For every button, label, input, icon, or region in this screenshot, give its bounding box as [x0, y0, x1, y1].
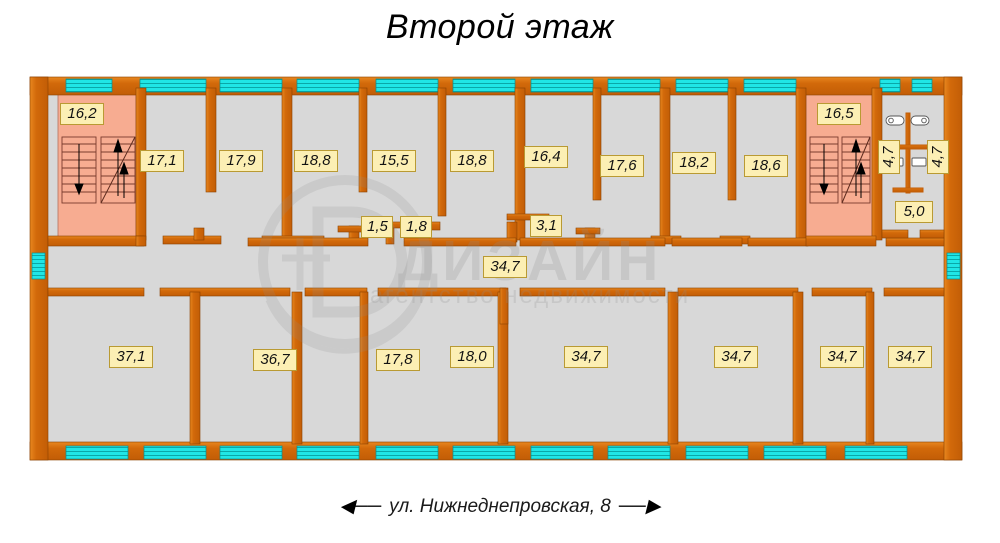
- area-tag-office-15-5: 15,5: [372, 150, 416, 172]
- area-tag-corridor: 34,7: [483, 256, 527, 278]
- area-tag-hall-34-7-d: 34,7: [888, 346, 932, 368]
- area-tag-office-17-1: 17,1: [140, 150, 184, 172]
- area-tag-office-18-2: 18,2: [672, 152, 716, 174]
- page-title: Второй этаж: [385, 8, 615, 46]
- street-address-text: ул. Нижнеднепровская, 8: [389, 495, 611, 517]
- area-tag-closet-1-8: 1,8: [400, 216, 432, 238]
- windows-top: [65, 78, 933, 93]
- area-tag-stairwell-left: 16,2: [60, 103, 104, 125]
- area-tag-office-18-6: 18,6: [744, 155, 788, 177]
- area-tag-hall-37-1: 37,1: [109, 346, 153, 368]
- area-tag-bathroom-lobby: 5,0: [895, 201, 933, 223]
- arrow-right-icon: ──▶: [618, 496, 661, 517]
- street-address-label: ◀── ул. Нижнеднепровская, 8 ──▶: [0, 495, 1000, 518]
- area-tag-office-18-0: 18,0: [450, 346, 494, 368]
- area-tag-office-17-8: 17,8: [376, 349, 420, 371]
- area-tag-office-18-8-a: 18,8: [294, 150, 338, 172]
- arrow-left-icon: ◀──: [339, 496, 382, 517]
- area-tag-hall-34-7-b: 34,7: [714, 346, 758, 368]
- area-tag-hall-36-7: 36,7: [253, 349, 297, 371]
- area-tag-office-18-8-b: 18,8: [450, 150, 494, 172]
- walls: [29, 76, 963, 461]
- area-tag-wc-right: 4,7: [927, 140, 949, 174]
- area-tag-hall-34-7-a: 34,7: [564, 346, 608, 368]
- area-tag-hall-34-7-c: 34,7: [820, 346, 864, 368]
- area-tag-closet-3-1: 3,1: [530, 215, 562, 237]
- area-tag-wc-left: 4,7: [878, 140, 900, 174]
- area-tag-office-16-4: 16,4: [524, 146, 568, 168]
- area-tag-office-17-9: 17,9: [219, 150, 263, 172]
- windows-bottom: [65, 445, 908, 460]
- stair-right-arrows: [819, 138, 866, 198]
- area-tag-closet-1-5: 1,5: [361, 216, 393, 238]
- stair-left-arrows: [74, 138, 129, 198]
- area-tag-office-17-6: 17,6: [600, 155, 644, 177]
- area-tag-stairwell-right: 16,5: [817, 103, 861, 125]
